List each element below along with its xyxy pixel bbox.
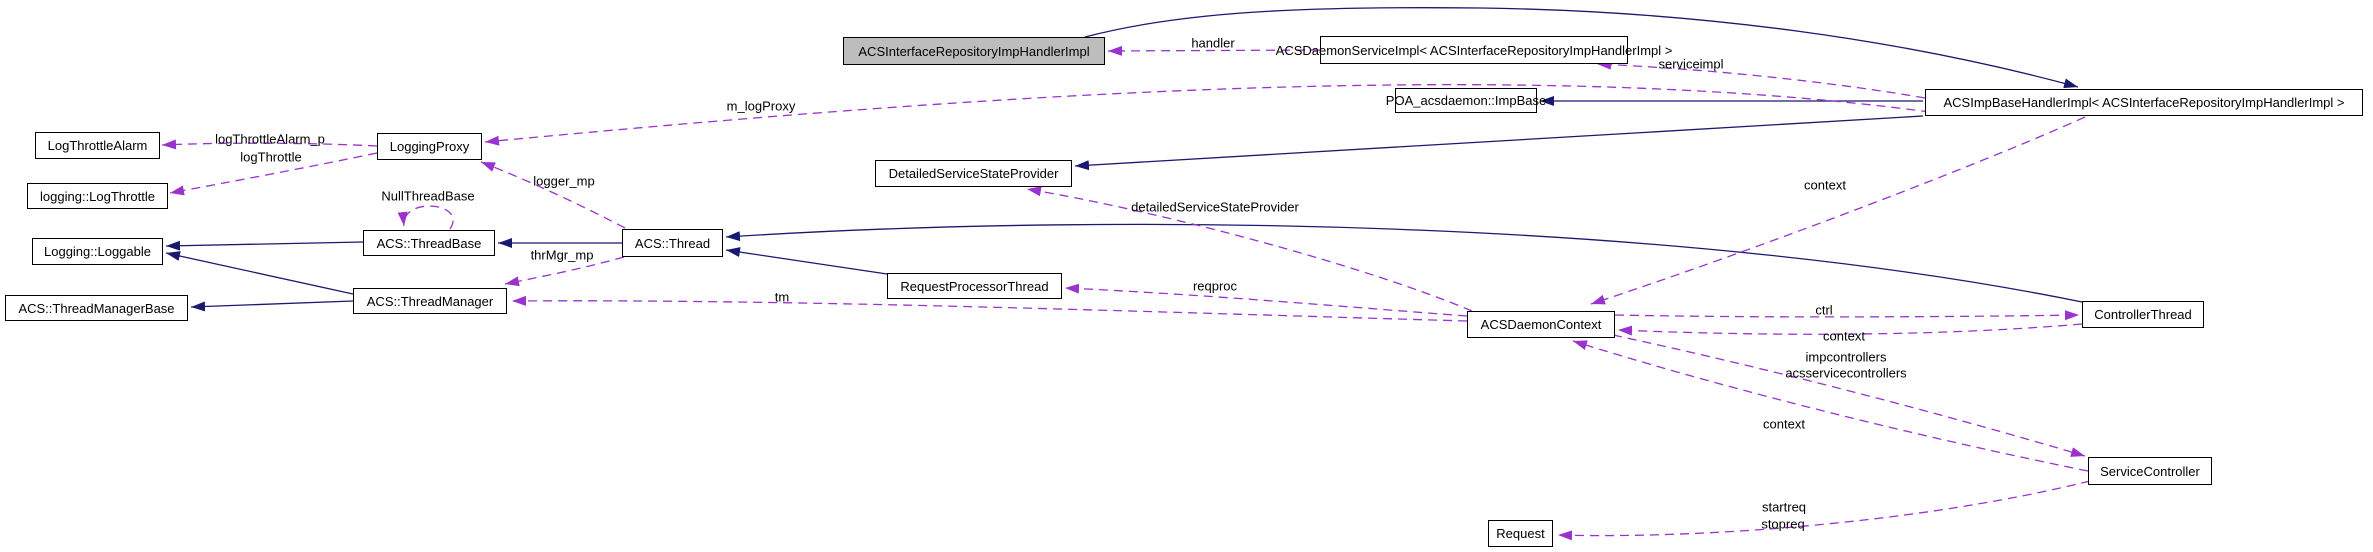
class-node-acsimpbasehandlerimpl[interactable]: ACSImpBaseHandlerImpl< ACSInterfaceRepos…	[1925, 89, 2363, 116]
edge-label-ctrl: ctrl	[1815, 302, 1833, 318]
edge-inherit-threadmanager-to-loggable	[165, 251, 354, 295]
class-node-logging-loggable[interactable]: Logging::Loggable	[32, 238, 163, 265]
edge-label-context-servicecontroller: context	[1763, 416, 1805, 432]
edge-usage-context-from-controllerthread	[1617, 323, 2083, 336]
edge-usage-detailedservicestateprovider	[1026, 186, 1473, 312]
edge-usage-handler	[1107, 45, 1321, 56]
edge-usage-thrmgr-mp	[504, 256, 625, 287]
edge-inherit-threadbase-to-loggable	[165, 240, 364, 251]
edge-usage-logger-mp	[480, 161, 626, 229]
edge-label-tm: tm	[774, 289, 790, 305]
edge-label-nullthreadbase: NullThreadBase	[381, 188, 475, 204]
edge-usage-tm	[511, 295, 1468, 322]
edge-usage-m-logproxy	[484, 84, 1931, 146]
class-node-acsinterfacerepositoryimphandlerimpl: ACSInterfaceRepositoryImpHandlerImpl	[843, 37, 1105, 65]
class-node-logging-logthrottle[interactable]: logging::LogThrottle	[27, 183, 168, 209]
edge-label-handler: handler	[1191, 35, 1235, 51]
edge-usage-reqproc	[1064, 283, 1468, 317]
edge-inherit-controllerthread-to-acs-thread	[725, 223, 2083, 303]
edge-usage-context-from-acsimpbase	[1590, 116, 2086, 305]
edge-label-thrmgr_mp: thrMgr_mp	[530, 247, 594, 263]
edge-usage-nullthreadbase-selfloop	[397, 205, 454, 230]
class-node-loggingproxy[interactable]: LoggingProxy	[377, 133, 482, 160]
class-node-acsdaemonserviceimpl[interactable]: ACSDaemonServiceImpl< ACSInterfaceReposi…	[1276, 36, 1672, 64]
edge-label-detailedservicestateprovider-label: detailedServiceStateProvider	[1131, 199, 1299, 215]
class-node-acs-thread[interactable]: ACS::Thread	[622, 229, 723, 257]
edge-usage-context-from-servicecontroller	[1572, 340, 2089, 472]
edge-label-serviceimpl: serviceimpl	[1658, 56, 1724, 72]
edge-label-context-impbase: context	[1804, 177, 1846, 193]
class-node-servicecontroller[interactable]: ServiceController	[2088, 457, 2212, 485]
class-node-poa-acsdaemon-impbase[interactable]: POA_acsdaemon::ImpBase	[1386, 88, 1546, 113]
class-node-detailedservicestateprovider[interactable]: DetailedServiceStateProvider	[875, 160, 1072, 187]
edge-label-logger_mp: logger_mp	[533, 173, 595, 189]
edge-usage-logthrottle	[169, 152, 378, 196]
class-node-acsdaemoncontext[interactable]: ACSDaemonContext	[1467, 311, 1615, 338]
class-node-logthrottlealarm[interactable]: LogThrottleAlarm	[35, 132, 160, 159]
class-node-controllerthread[interactable]: ControllerThread	[2082, 301, 2204, 328]
edge-usage-impcontrollers-acsservicecontrollers	[1612, 334, 2086, 457]
edge-inherit-requestprocessorthread-to-acs-thread	[725, 247, 888, 275]
edge-inherit-threadmanager-to-threadmanagerbase	[190, 300, 354, 312]
class-node-acs-threadmanager[interactable]: ACS::ThreadManager	[353, 288, 507, 314]
edge-usage-ctrl	[1614, 310, 2080, 321]
edge-usage-startreq-stopreq	[1557, 480, 2091, 541]
class-node-request[interactable]: Request	[1488, 520, 1553, 547]
edge-label-reqproc: reqproc	[1192, 278, 1238, 294]
edge-usage-logthrottlealarm-p	[161, 139, 378, 150]
edge-label-logthrottle: logThrottle	[240, 149, 302, 165]
edge-label-stopreq: stopreq	[1761, 516, 1805, 532]
edge-label-m_logproxy: m_logProxy	[726, 98, 796, 114]
edge-usage-serviceimpl	[1596, 59, 1926, 99]
edge-inherit-acsimpbase-to-detailedservicestateprovider	[1074, 115, 1924, 171]
edge-label-impcontrollers: impcontrollers	[1805, 349, 1887, 365]
edge-label-context-controllerthread: context	[1823, 328, 1865, 344]
edge-label-logthrottlealarm_p: logThrottleAlarm_p	[215, 131, 325, 147]
class-node-requestprocessorthread[interactable]: RequestProcessorThread	[887, 273, 1062, 299]
class-node-acs-threadbase[interactable]: ACS::ThreadBase	[363, 230, 495, 256]
edge-label-acsservicecontrollers: acsservicecontrollers	[1785, 365, 1907, 381]
edge-label-startreq: startreq	[1761, 499, 1807, 515]
class-node-acs-threadmanagerbase[interactable]: ACS::ThreadManagerBase	[5, 295, 188, 321]
edge-inherit-handlerimpl-to-acsimpbase	[1084, 7, 2079, 89]
